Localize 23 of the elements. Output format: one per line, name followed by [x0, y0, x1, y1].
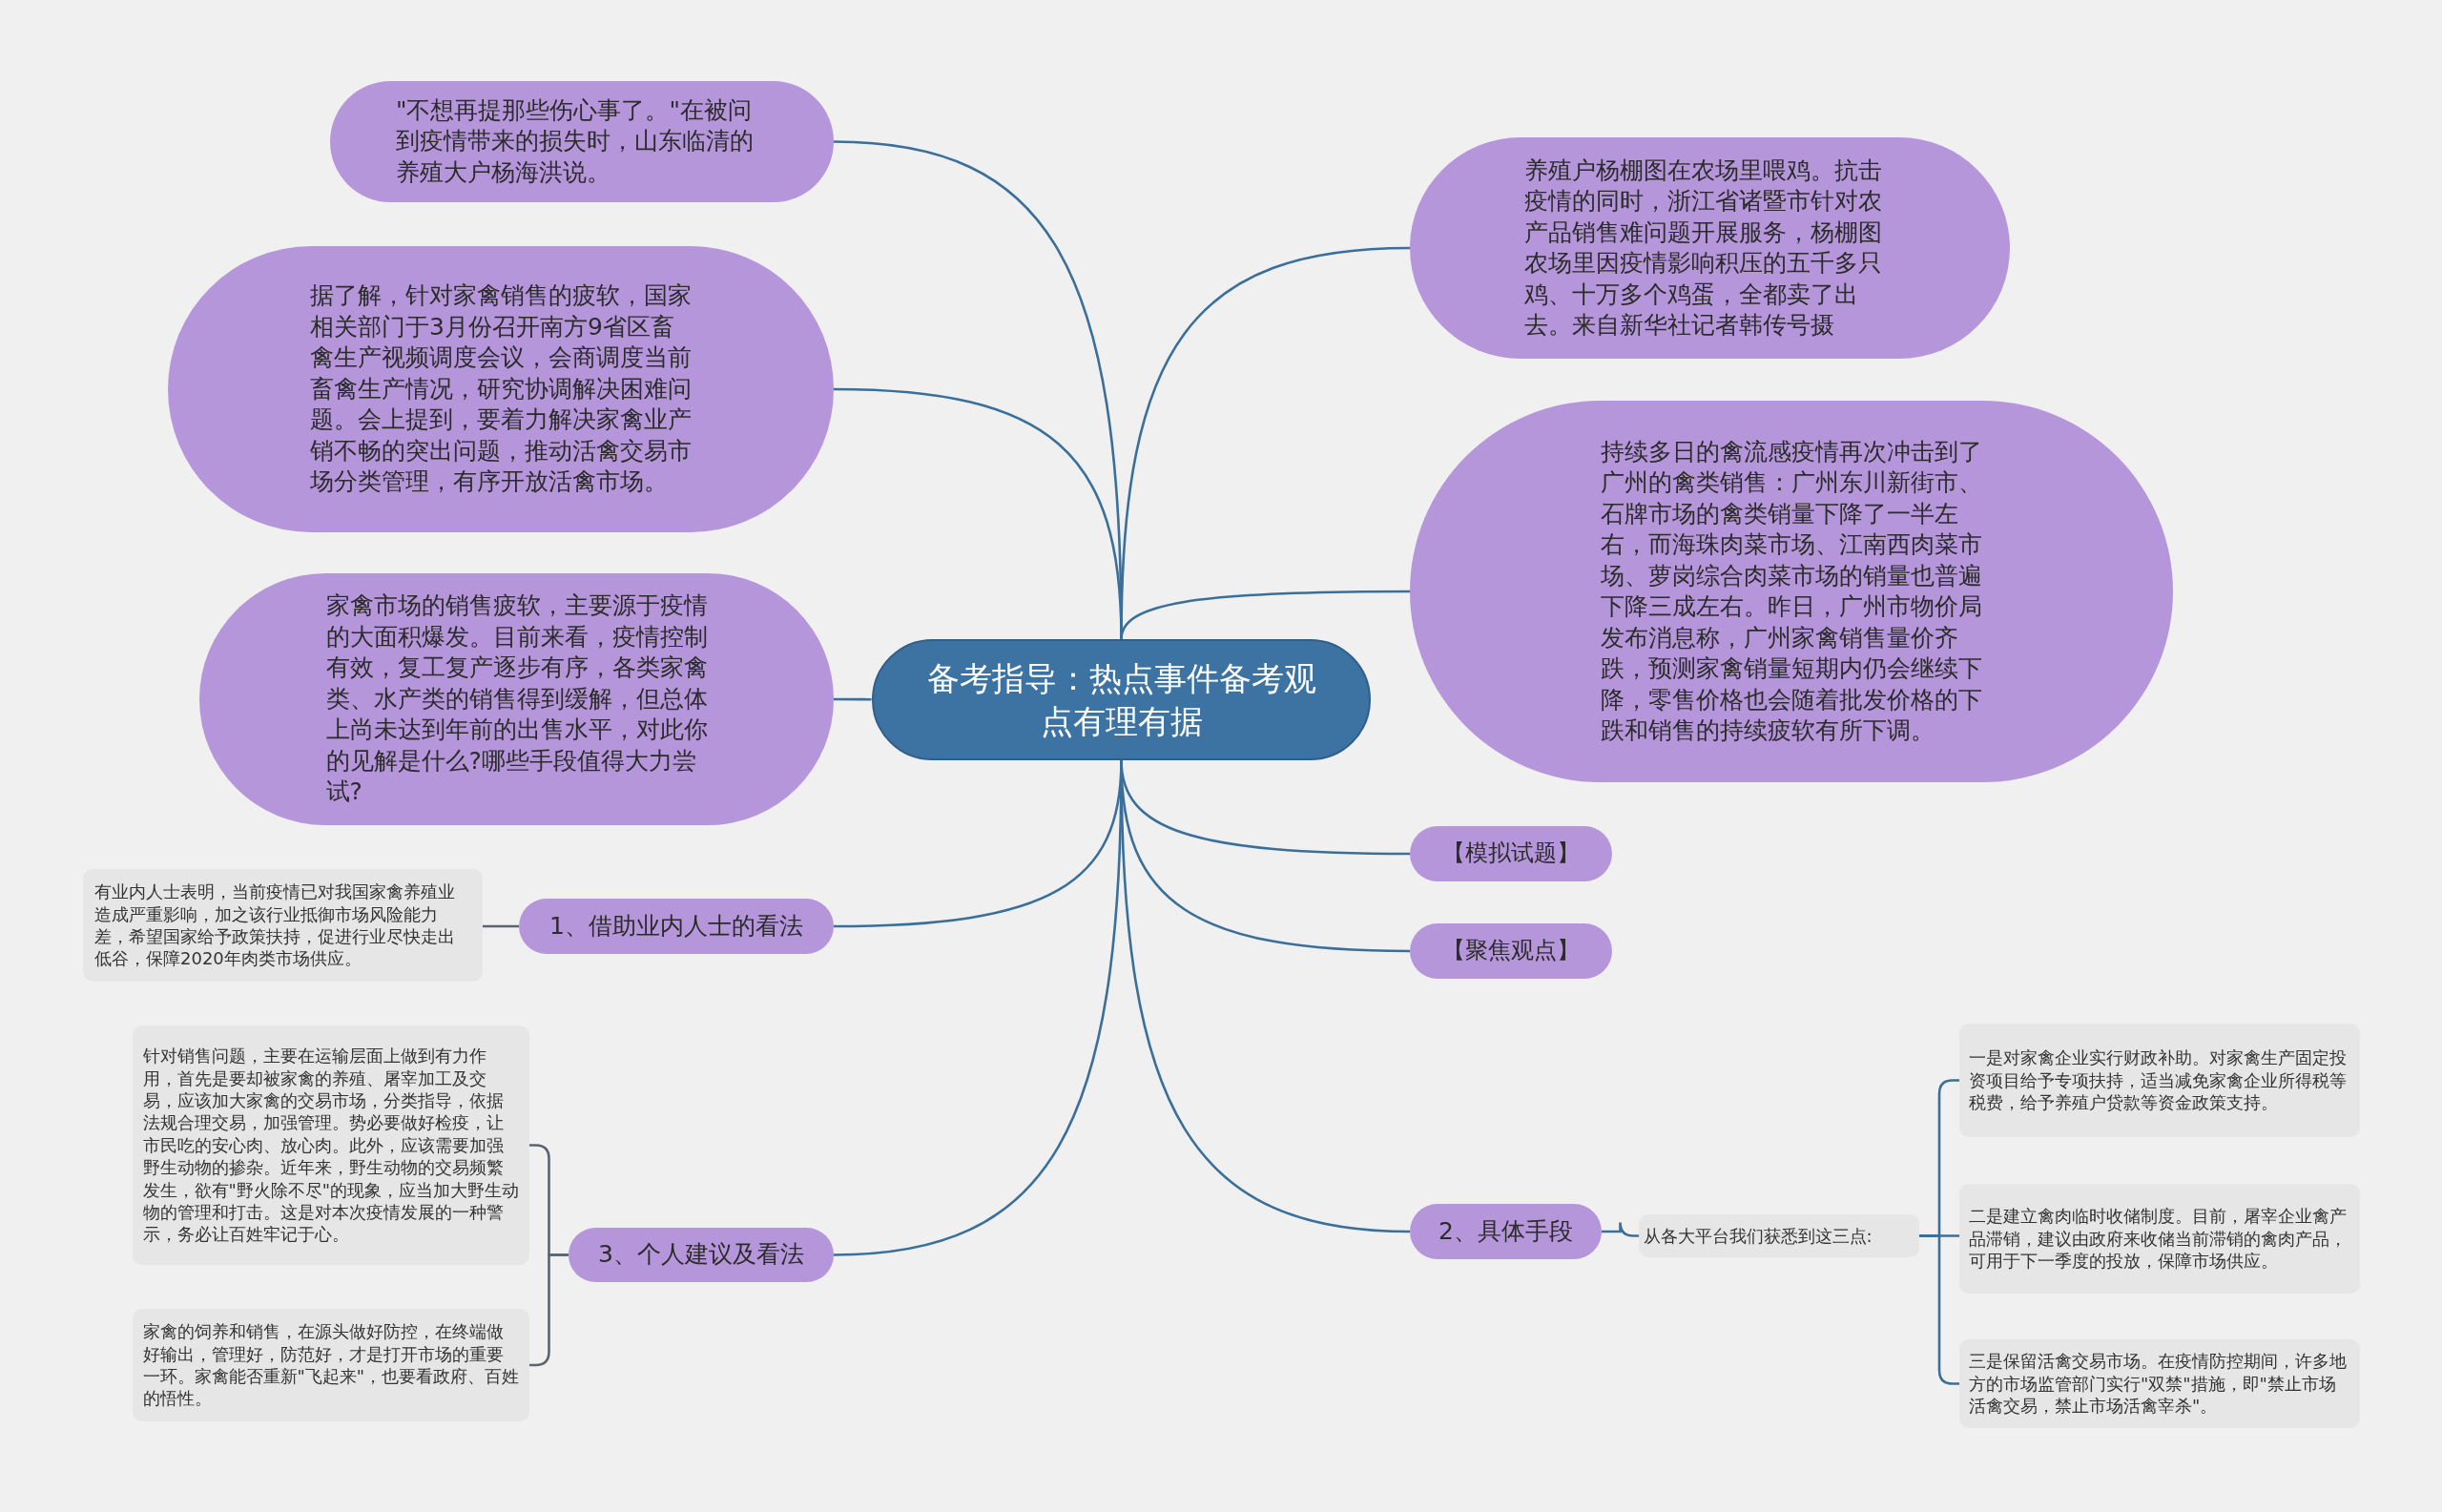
topic-bubble: 2、具体手段 [1410, 1204, 1602, 1259]
topic-bubble: 据了解，针对家禽销售的疲软，国家相关部门于3月份召开南方9省区畜禽生产视频调度会议，会商调度当前畜禽生产情况，研究协调解决困难问题。会上提到，要着力解决家禽业产销不畅的突出问题，推动活禽交易市场分类管理，有序开放活禽市场。 [168, 246, 834, 532]
note-box: 一是对家禽企业实行财政补助。对家禽生产固定投资项目给予专项扶持，适当减免家禽企业所得税等税费，给予养殖户贷款等资金政策支持。 [1959, 1024, 2360, 1137]
topic-bubble: 【模拟试题】 [1410, 826, 1612, 881]
note-box: 家禽的饲养和销售，在源头做好防控，在终端做好输出，管理好，防范好，才是打开市场的重要一环。家禽能否重新"飞起来"，也要看政府、百姓的悟性。 [133, 1309, 529, 1421]
topic-bubble: "不想再提那些伤心事了。"在被问到疫情带来的损失时，山东临清的养殖大户杨海洪说。 [330, 81, 834, 202]
note-box: 三是保留活禽交易市场。在疫情防控期间，许多地方的市场监管部门实行"双禁"措施，即"禁止市场活禽交易，禁止市场活禽宰杀"。 [1959, 1339, 2360, 1428]
topic-bubble: 1、借助业内人士的看法 [519, 899, 834, 954]
topic-bubble: 家禽市场的销售疲软，主要源于疫情的大面积爆发。目前来看，疫情控制有效，复工复产逐步有序，各类家禽类、水产类的销售得到缓解，但总体上尚未达到年前的出售水平，对此你的见解是什么?哪些手段值得大力尝试? [199, 573, 834, 825]
topic-bubble: 持续多日的禽流感疫情再次冲击到了广州的禽类销售：广州东川新街市、石牌市场的禽类销量下降了一半左右，而海珠肉菜市场、江南西肉菜市场、萝岗综合肉菜市场的销量也普遍下降三成左右。昨日，广州市物价局发布消息称，广州家禽销售量价齐跌，预测家禽销量短期内仍会继续下降，零售价格也会随着批发价格的下跌和销售的持续疲软有所下调。 [1410, 401, 2173, 782]
note-box: 二是建立禽肉临时收储制度。目前，屠宰企业禽产品滞销，建议由政府来收储当前滞销的禽肉产品，可用于下一季度的投放，保障市场供应。 [1959, 1184, 2360, 1294]
note-box: 针对销售问题，主要在运输层面上做到有力作用，首先是要却被家禽的养殖、屠宰加工及交易，应该加大家禽的交易市场，分类指导，依据法规合理交易，加强管理。势必要做好检疫，让市民吃的安心肉、放心肉。此外，应该需要加强野生动物的掺杂。近年来，野生动物的交易频繁发生，欲有"野火除不尽"的现象，应当加大野生动物的管理和打击。这是对本次疫情发展的一种警示，务必让百姓牢记于心。 [133, 1025, 529, 1265]
topic-bubble: 【聚焦观点】 [1410, 923, 1612, 979]
connector-line [1919, 1234, 1959, 1385]
connector-line [1602, 1221, 1639, 1237]
topic-bubble: 养殖户杨棚图在农场里喂鸡。抗击疫情的同时，浙江省诸暨市针对农产品销售难问题开展服务，杨棚图农场里因疫情影响积压的五千多只鸡、十万多个鸡蛋，全都卖了出去。来自新华社记者韩传号摄 [1410, 137, 2010, 359]
topic-bubble: 3、个人建议及看法 [569, 1228, 834, 1282]
connector-line [834, 697, 873, 701]
note-box: 有业内人士表明，当前疫情已对我国家禽养殖业造成严重影响，加之该行业抵御市场风险能力差，希望国家给予政策扶持，促进行业尽快走出低谷，保障2020年肉类市场供应。 [83, 869, 483, 982]
central-topic: 备考指导：热点事件备考观点有理有据 [872, 639, 1371, 760]
note-box: 从各大平台我们获悉到这三点: [1639, 1214, 1919, 1257]
connector-line [529, 1253, 569, 1367]
connector-line [483, 924, 519, 928]
